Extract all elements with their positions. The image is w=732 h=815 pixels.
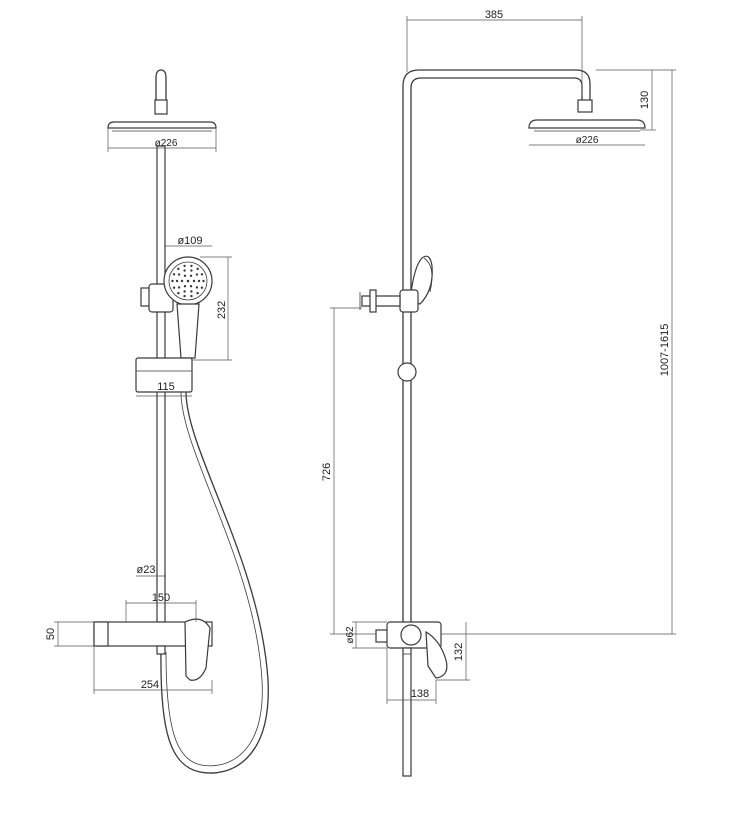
nozzle-dot [189, 285, 193, 288]
side-riser-arm-outer [402, 69, 591, 622]
nozzle-dot [200, 273, 204, 276]
side-slide-holder [397, 362, 417, 382]
side-outlet-pipe [402, 647, 412, 777]
nozzle-dot [183, 269, 186, 272]
front-mixer-lever [184, 618, 211, 681]
nozzle-dot [183, 285, 187, 288]
nozzle-dot [180, 279, 184, 283]
front-hand-shower-height-label: 232 [216, 301, 228, 319]
front-hand-shower-diameter-label: ø109 [177, 235, 202, 247]
nozzle-dot [197, 279, 201, 283]
nozzle-dot [196, 267, 199, 271]
nozzle-dot [196, 291, 199, 295]
front-holder-width-label: 115 [157, 381, 175, 393]
nozzle-dot [202, 279, 205, 283]
side-mixer-lever [425, 630, 448, 679]
nozzle-dot [183, 264, 186, 268]
nozzle-dot [171, 279, 174, 283]
side-riser-arm-inner [410, 77, 583, 622]
side-view: 385 130 ø226 1007-1615 726 ø62 132 138 [321, 9, 676, 777]
front-top-arm [155, 69, 167, 105]
side-total-height-label: 1007-1615 [659, 324, 671, 377]
nozzle-dot [190, 294, 193, 298]
nozzle-dot [195, 273, 199, 276]
nozzle-dot [172, 273, 176, 276]
nozzle-dot [183, 290, 186, 293]
side-head-connector [577, 99, 593, 113]
front-mixer-width-label: 150 [152, 592, 170, 604]
nozzle-dot [190, 290, 193, 293]
side-overhead-shower-head [528, 119, 646, 129]
side-mixer-knob [400, 624, 422, 646]
side-mixer-depth-label: 138 [411, 688, 429, 700]
side-mixer-pipe-connector [375, 629, 389, 643]
side-pipe-diameter-label: ø62 [345, 626, 356, 644]
front-slide-holder [135, 357, 193, 393]
front-hand-shower-inner-ring [168, 261, 208, 301]
nozzle-dot [200, 286, 204, 289]
nozzle-dot [183, 294, 186, 298]
nozzle-dot [183, 274, 187, 277]
nozzle-dot [190, 264, 193, 268]
side-arm-reach-label: 385 [485, 9, 503, 21]
front-hose-inner [165, 391, 263, 767]
front-overhead-shower-head [107, 121, 217, 129]
front-hand-shower-nozzles [171, 264, 205, 298]
front-mixer-cap [93, 621, 109, 647]
side-head-drop-label: 130 [639, 91, 651, 109]
front-total-width-label: 254 [141, 679, 159, 691]
side-hand-shower-face [423, 257, 433, 293]
front-head-connector [154, 99, 168, 115]
nozzle-dot [177, 286, 181, 289]
side-bracket [399, 289, 419, 313]
front-mixer-outlet [156, 645, 166, 655]
side-mixer-height-label: 132 [453, 643, 465, 661]
nozzle-dot [195, 286, 199, 289]
front-head-diameter-label: ø226 [155, 138, 178, 149]
side-inlet-pipe [361, 295, 401, 307]
side-inlet-flange [369, 289, 377, 313]
nozzle-dot [177, 291, 180, 295]
nozzle-dot [192, 279, 196, 283]
front-view: ø226 ø109 232 115 ø23 150 50 254 [45, 69, 269, 774]
front-mixer-height-label: 50 [45, 628, 57, 640]
side-head-diameter-label: ø226 [576, 135, 599, 146]
front-hose-outer [160, 391, 269, 774]
nozzle-dot [177, 267, 180, 271]
front-hand-shower-handle [176, 303, 200, 359]
nozzle-dot [189, 274, 193, 277]
front-rail-diameter-label: ø23 [137, 564, 156, 576]
nozzle-dot [190, 269, 193, 272]
nozzle-dot [175, 279, 179, 283]
side-inlet-height-label: 726 [321, 463, 333, 481]
nozzle-dot [172, 286, 176, 289]
nozzle-dot [177, 273, 181, 276]
nozzle-dot [186, 279, 190, 283]
